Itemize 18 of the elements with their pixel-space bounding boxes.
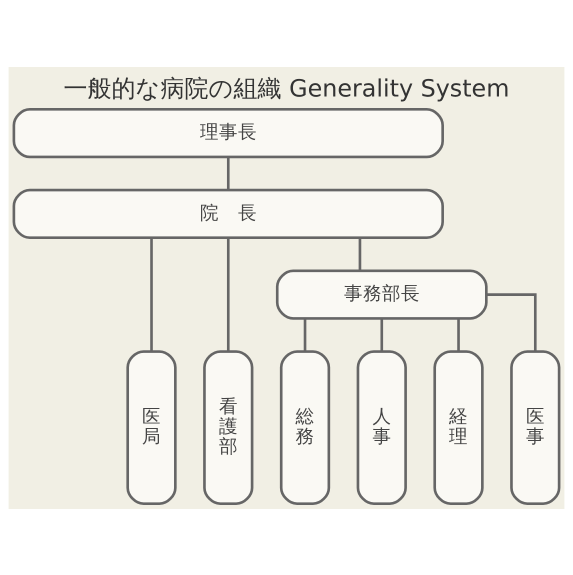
connector xyxy=(150,238,153,351)
node-box: 医局 xyxy=(126,350,177,505)
node-box: 院 長 xyxy=(12,188,444,239)
connector xyxy=(457,318,460,351)
node-box: 経理 xyxy=(433,350,484,505)
connector xyxy=(226,156,230,190)
connector xyxy=(226,238,230,351)
connector xyxy=(380,318,384,351)
diagram-title: 一般的な病院の組織 Generality System xyxy=(64,74,510,102)
connector xyxy=(486,292,537,351)
node-box: 総務 xyxy=(280,350,330,505)
node-box: 理事長 xyxy=(12,108,444,158)
node-box: 人事 xyxy=(356,350,407,505)
connector xyxy=(304,318,306,351)
connector xyxy=(358,238,362,270)
node-box: 医事 xyxy=(510,350,560,505)
node-box: 看護部 xyxy=(203,350,254,505)
node-box: 事務部長 xyxy=(276,268,488,320)
